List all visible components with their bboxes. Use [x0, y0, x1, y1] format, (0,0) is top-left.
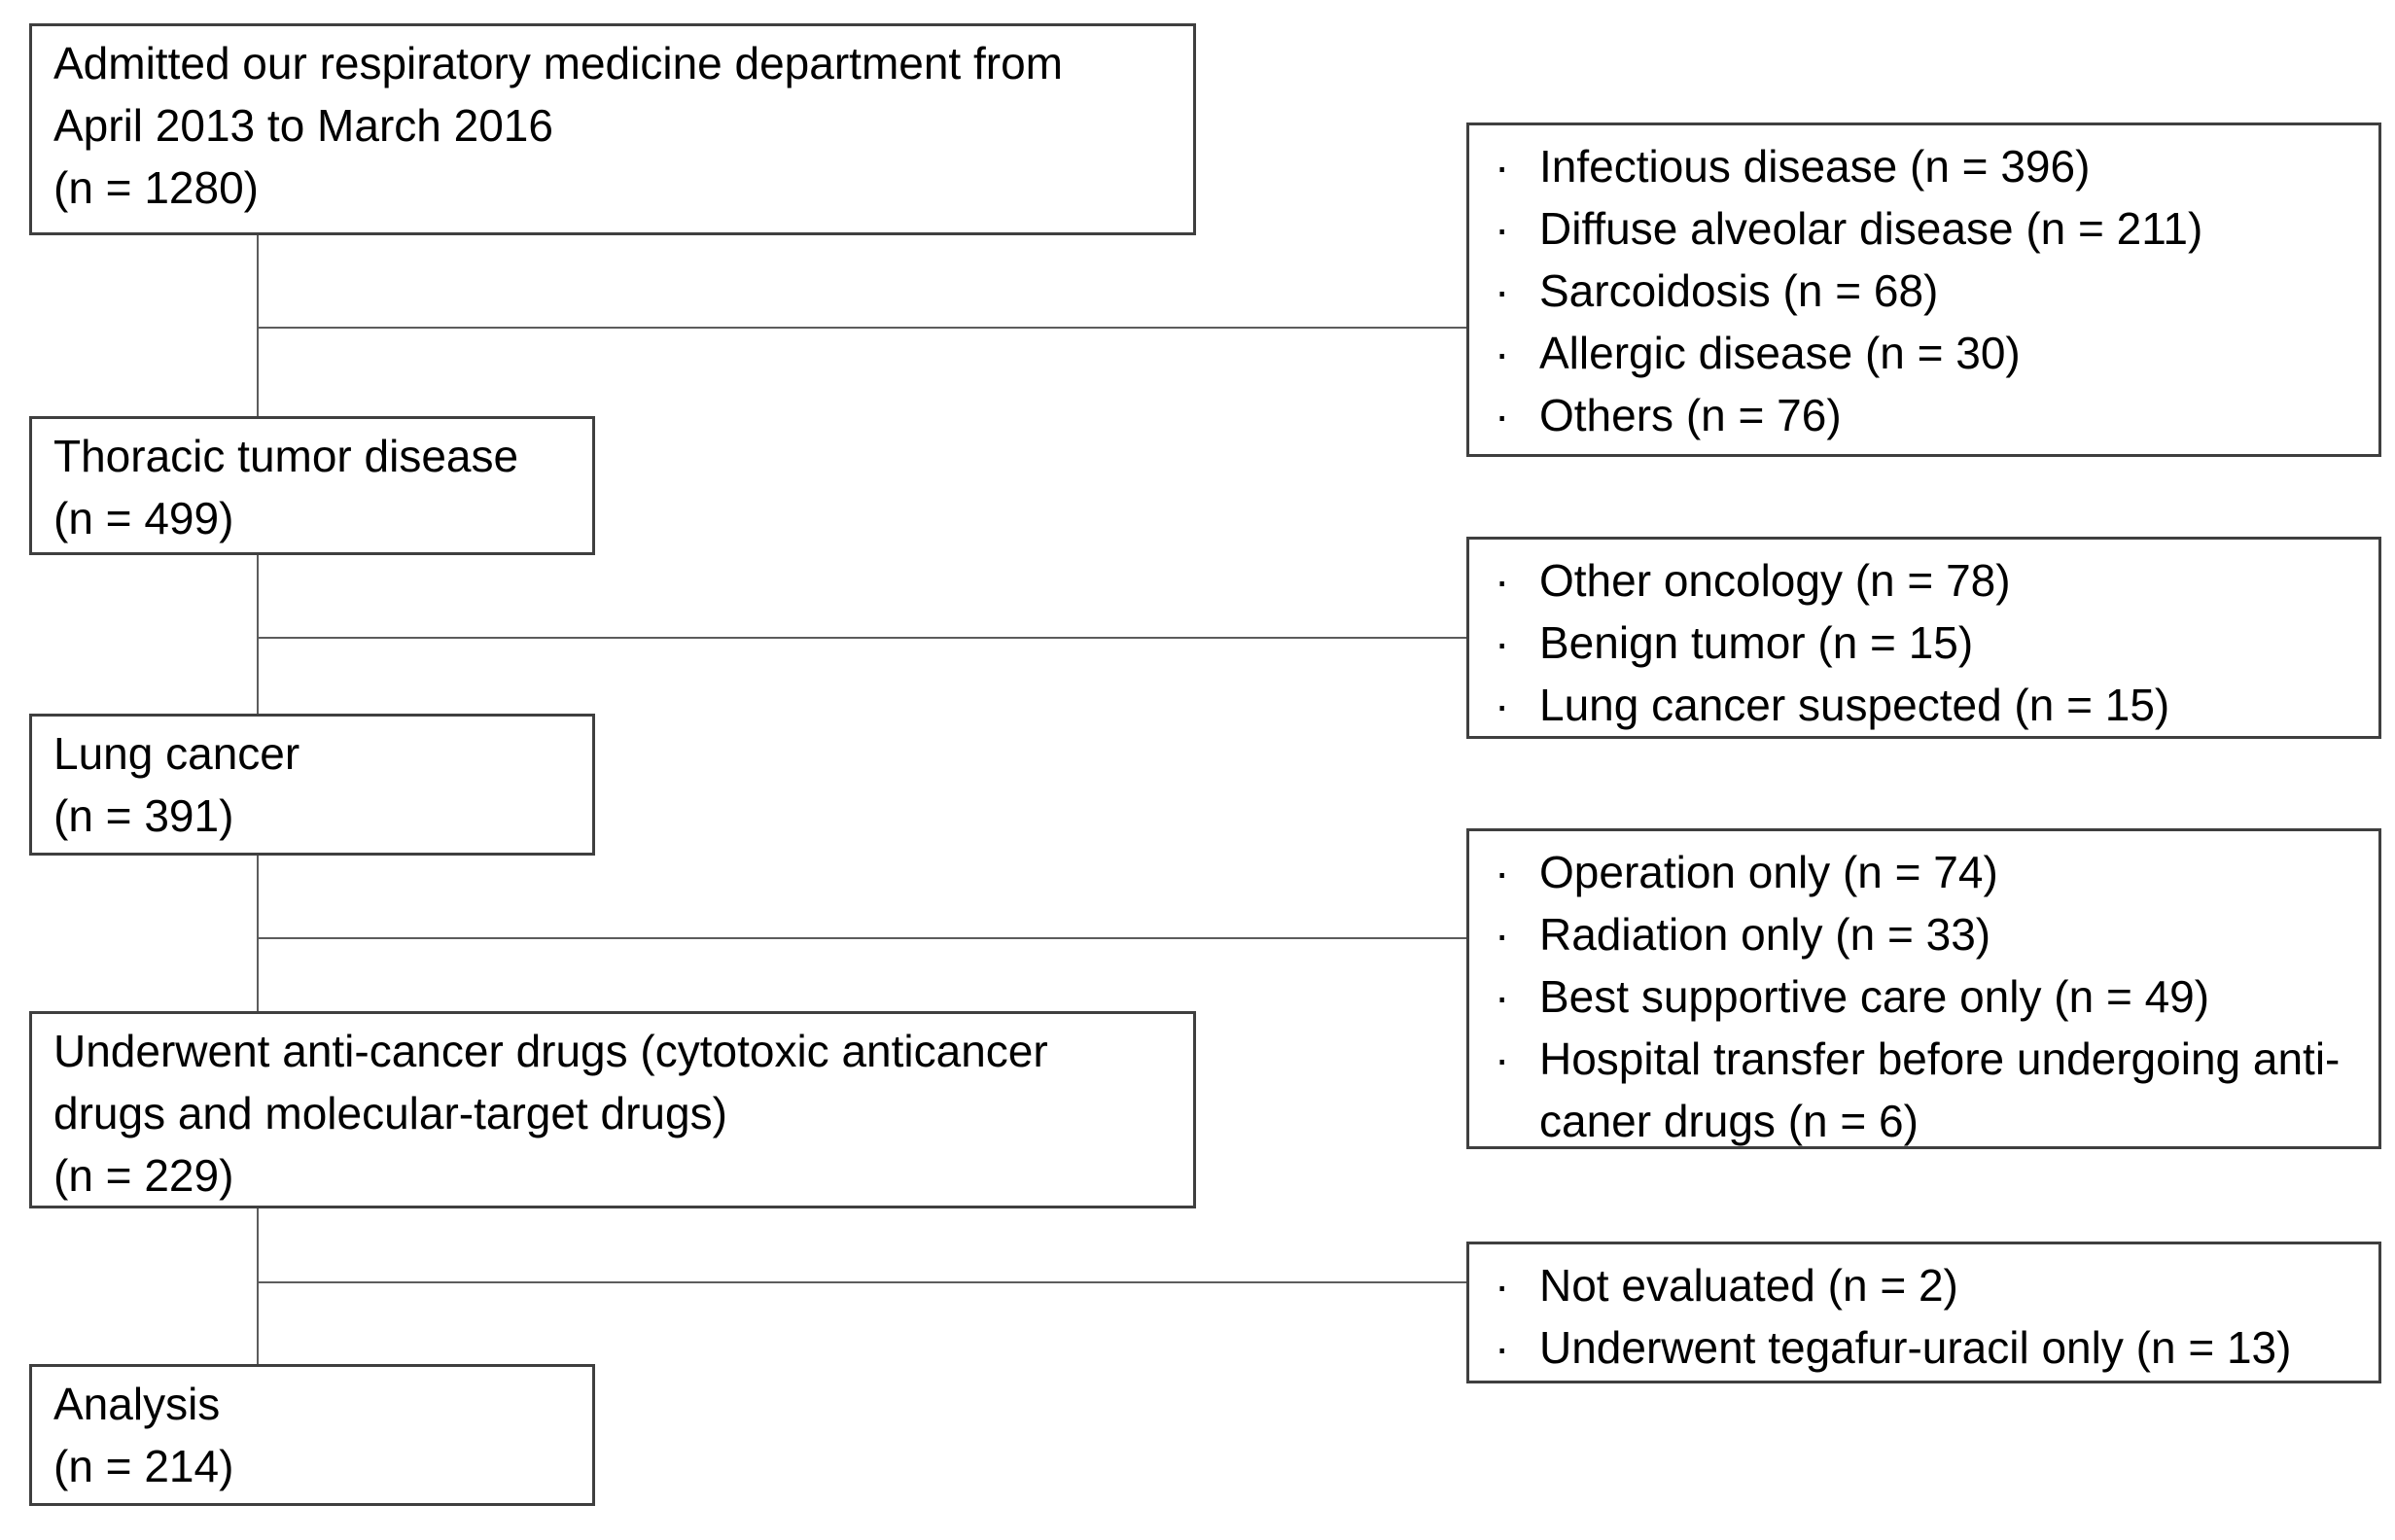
- flow-box-thoracic-tumor-disease: Thoracic tumor disease (n = 499): [29, 416, 595, 555]
- exclusion-box-after-lung-cancer: · Operation only (n = 74) · Radiation only …: [1466, 828, 2381, 1149]
- exclusion-item: · Hospital transfer before undergoing ant…: [1495, 1028, 2353, 1152]
- exclusion-item-text: Operation only (n = 74): [1539, 847, 1998, 897]
- exclusion-item: · Operation only (n = 74): [1495, 841, 2353, 903]
- bullet-dot-icon: ·: [1495, 1322, 1510, 1373]
- exclusion-item: · Others (n = 76): [1495, 384, 2353, 446]
- box-text-line: (n = 499): [53, 493, 234, 543]
- exclusion-item: · Other oncology (n = 78): [1495, 549, 2353, 612]
- exclusion-item-text: Infectious disease (n = 396): [1539, 141, 2091, 192]
- exclusion-item-text: Allergic disease (n = 30): [1539, 328, 2021, 378]
- exclusion-item-text: Sarcoidosis (n = 68): [1539, 265, 1939, 316]
- connector-trunk-4: [257, 1208, 259, 1364]
- bullet-dot-icon: ·: [1495, 1260, 1510, 1311]
- bullet-dot-icon: ·: [1495, 328, 1510, 378]
- connector-trunk-2: [257, 555, 259, 714]
- flow-box-lung-cancer: Lung cancer (n = 391): [29, 714, 595, 856]
- exclusion-box-after-thoracic-tumor: · Other oncology (n = 78) · Benign tumor (n…: [1466, 537, 2381, 739]
- bullet-dot-icon: ·: [1495, 971, 1510, 1022]
- box-text-line: Admitted our respiratory medicine depart…: [53, 38, 1063, 88]
- exclusion-item: · Radiation only (n = 33): [1495, 903, 2353, 965]
- connector-trunk-3: [257, 856, 259, 1011]
- connector-branch-3: [257, 937, 1466, 939]
- exclusion-item-text: Other oncology (n = 78): [1539, 555, 2011, 606]
- box-text-line: (n = 1280): [53, 162, 259, 213]
- exclusion-item-text: Hospital transfer before undergoing anti…: [1539, 1033, 2341, 1146]
- bullet-dot-icon: ·: [1495, 203, 1510, 254]
- exclusion-item: · Diffuse alveolar disease (n = 211): [1495, 197, 2353, 260]
- exclusion-item: · Sarcoidosis (n = 68): [1495, 260, 2353, 322]
- box-text-line: Thoracic tumor disease: [53, 431, 519, 481]
- bullet-dot-icon: ·: [1495, 555, 1510, 606]
- flow-box-admitted: Admitted our respiratory medicine depart…: [29, 23, 1196, 235]
- box-text-line: Lung cancer: [53, 728, 300, 779]
- exclusion-item: · Benign tumor (n = 15): [1495, 612, 2353, 674]
- bullet-dot-icon: ·: [1495, 265, 1510, 316]
- box-text-line: (n = 214): [53, 1441, 234, 1491]
- exclusion-box-after-drugs: · Not evaluated (n = 2) · Underwent tegafur…: [1466, 1242, 2381, 1383]
- exclusion-item-text: Underwent tegafur-uracil only (n = 13): [1539, 1322, 2292, 1373]
- flow-box-analysis: Analysis (n = 214): [29, 1364, 595, 1506]
- exclusion-box-after-admission: · Infectious disease (n = 396) · Diffuse al…: [1466, 122, 2381, 457]
- bullet-dot-icon: ·: [1495, 1033, 1510, 1084]
- bullet-dot-icon: ·: [1495, 680, 1510, 730]
- exclusion-item-text: Radiation only (n = 33): [1539, 909, 1991, 960]
- bullet-dot-icon: ·: [1495, 909, 1510, 960]
- box-text-line: Underwent anti-cancer drugs (cytotoxic a…: [53, 1026, 1048, 1076]
- box-text-line: Analysis: [53, 1379, 221, 1429]
- exclusion-item: · Not evaluated (n = 2): [1495, 1254, 2353, 1316]
- connector-branch-1: [257, 327, 1466, 329]
- bullet-dot-icon: ·: [1495, 141, 1510, 192]
- exclusion-item-text: Lung cancer suspected (n = 15): [1539, 680, 2170, 730]
- connector-branch-4: [257, 1281, 1466, 1283]
- exclusion-item-text: Diffuse alveolar disease (n = 211): [1539, 203, 2203, 254]
- exclusion-item-text: Not evaluated (n = 2): [1539, 1260, 1958, 1311]
- box-text-line: April 2013 to March 2016: [53, 100, 553, 151]
- exclusion-item: · Lung cancer suspected (n = 15): [1495, 674, 2353, 736]
- box-text-line: (n = 391): [53, 790, 234, 841]
- exclusion-item: · Allergic disease (n = 30): [1495, 322, 2353, 384]
- exclusion-item: · Infectious disease (n = 396): [1495, 135, 2353, 197]
- exclusion-item: · Underwent tegafur-uracil only (n = 13): [1495, 1316, 2353, 1379]
- flow-box-anti-cancer-drugs: Underwent anti-cancer drugs (cytotoxic a…: [29, 1011, 1196, 1208]
- box-text-line: (n = 229): [53, 1150, 234, 1201]
- exclusion-item-text: Best supportive care only (n = 49): [1539, 971, 2210, 1022]
- connector-branch-2: [257, 637, 1466, 639]
- connector-trunk-1: [257, 235, 259, 416]
- exclusion-item-text: Benign tumor (n = 15): [1539, 617, 1974, 668]
- exclusion-item-text: Others (n = 76): [1539, 390, 1842, 440]
- bullet-dot-icon: ·: [1495, 847, 1510, 897]
- bullet-dot-icon: ·: [1495, 617, 1510, 668]
- bullet-dot-icon: ·: [1495, 390, 1510, 440]
- box-text-line: drugs and molecular-target drugs): [53, 1088, 727, 1138]
- exclusion-item: · Best supportive care only (n = 49): [1495, 965, 2353, 1028]
